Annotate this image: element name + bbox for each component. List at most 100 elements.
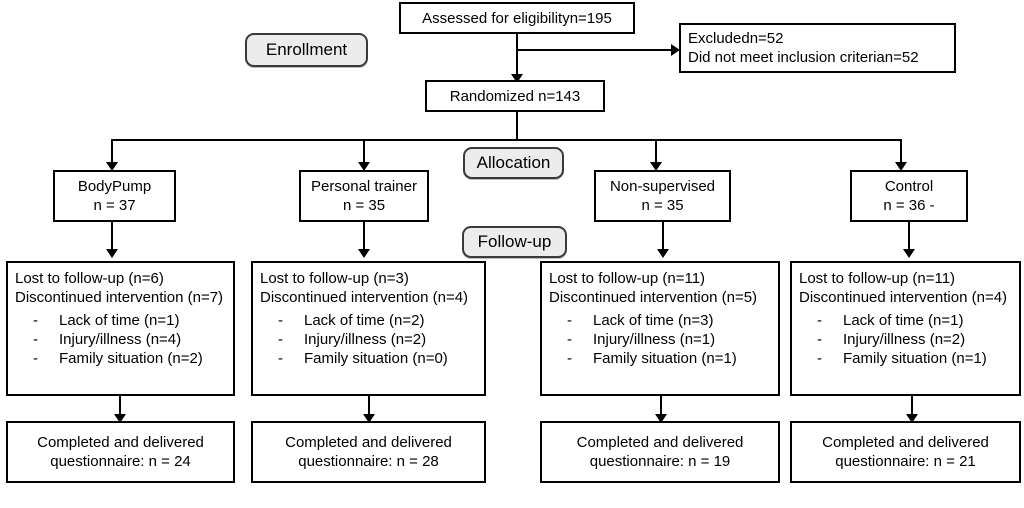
followup-reason-row: - Injury/illness (n=4) bbox=[33, 330, 226, 349]
stage-pill-allocation: Allocation bbox=[463, 147, 564, 179]
box-randomized: Randomized n=143 bbox=[425, 80, 605, 112]
connector-control-to-followup bbox=[908, 222, 910, 252]
box-followup-personal-trainer: Lost to follow-up (n=3) Discontinued int… bbox=[251, 261, 486, 396]
followup-reason-text: Lack of time (n=2) bbox=[304, 312, 425, 329]
randomized-text: Randomized n=143 bbox=[449, 87, 581, 105]
arrow-to-excluded bbox=[671, 44, 680, 56]
box-excluded: Excludedn=52 Did not meet inclusion crit… bbox=[679, 23, 956, 73]
box-followup-non-supervised: Lost to follow-up (n=11) Discontinued in… bbox=[540, 261, 780, 396]
connector-bus-to-bodypump bbox=[111, 139, 113, 166]
bullet-dash-icon: - bbox=[817, 312, 822, 329]
followup-reason-row: - Lack of time (n=2) bbox=[278, 311, 477, 330]
box-arm-control: Control n = 36 - bbox=[850, 170, 968, 222]
bullet-dash-icon: - bbox=[567, 312, 572, 329]
allocation-bus bbox=[111, 139, 902, 141]
followup-reason-row: - Lack of time (n=1) bbox=[33, 311, 226, 330]
followup-reason-text: Lack of time (n=1) bbox=[59, 312, 180, 329]
arm-n-personal-trainer: n = 35 bbox=[342, 197, 386, 214]
bullet-dash-icon: - bbox=[33, 350, 38, 367]
assessed-text: Assessed for eligibilityn=195 bbox=[422, 9, 612, 27]
bullet-dash-icon: - bbox=[278, 350, 283, 367]
arm-name-non-supervised: Non-supervised bbox=[609, 178, 716, 195]
completed-line2-bodypump: questionnaire: n = 24 bbox=[50, 453, 191, 470]
followup-reason-text: Injury/illness (n=4) bbox=[59, 331, 182, 348]
stage-label-followup: Follow-up bbox=[477, 232, 552, 251]
box-completed-control: Completed and delivered questionnaire: n… bbox=[790, 421, 1021, 483]
connector-followup-to-completed-non-supervised bbox=[660, 396, 662, 417]
connector-followup-to-completed-control bbox=[911, 396, 913, 417]
box-completed-personal-trainer: Completed and delivered questionnaire: n… bbox=[251, 421, 486, 483]
connector-randomized-down bbox=[516, 112, 518, 141]
followup-lost-control: Lost to follow-up (n=11) bbox=[799, 270, 956, 287]
arm-n-non-supervised: n = 35 bbox=[641, 197, 684, 214]
completed-line1-non-supervised: Completed and delivered bbox=[576, 434, 744, 451]
arrow-control-to-followup bbox=[903, 249, 915, 258]
bullet-dash-icon: - bbox=[33, 331, 38, 348]
arrow-bus-to-non-supervised bbox=[650, 162, 662, 171]
followup-reason-text: Family situation (n=1) bbox=[843, 350, 987, 367]
stage-label-enrollment: Enrollment bbox=[265, 40, 348, 59]
followup-reason-text: Lack of time (n=3) bbox=[593, 312, 714, 329]
box-completed-bodypump: Completed and delivered questionnaire: n… bbox=[6, 421, 235, 483]
arrow-followup-to-completed-non-supervised bbox=[655, 414, 667, 423]
box-completed-non-supervised: Completed and delivered questionnaire: n… bbox=[540, 421, 780, 483]
arrow-assessed-to-randomized bbox=[511, 74, 523, 83]
completed-line1-personal-trainer: Completed and delivered bbox=[285, 434, 452, 451]
connector-bus-to-personal-trainer bbox=[363, 139, 365, 166]
arm-name-bodypump: BodyPump bbox=[77, 178, 152, 195]
bullet-dash-icon: - bbox=[817, 331, 822, 348]
box-followup-bodypump: Lost to follow-up (n=6) Discontinued int… bbox=[6, 261, 235, 396]
followup-discontinued-control: Discontinued intervention (n=4) bbox=[799, 289, 1008, 306]
arm-name-control: Control bbox=[884, 178, 934, 195]
followup-reason-text: Injury/illness (n=2) bbox=[843, 331, 966, 348]
followup-reason-text: Injury/illness (n=2) bbox=[304, 331, 427, 348]
excluded-line-1: Excludedn=52 bbox=[688, 30, 784, 47]
followup-reason-text: Family situation (n=0) bbox=[304, 350, 448, 367]
bullet-dash-icon: - bbox=[567, 331, 572, 348]
followup-discontinued-bodypump: Discontinued intervention (n=7) bbox=[15, 289, 224, 306]
completed-line2-personal-trainer: questionnaire: n = 28 bbox=[298, 453, 439, 470]
arm-n-bodypump: n = 37 bbox=[93, 197, 136, 214]
followup-lost-personal-trainer: Lost to follow-up (n=3) bbox=[260, 270, 409, 287]
bullet-dash-icon: - bbox=[567, 350, 572, 367]
followup-reason-row: - Injury/illness (n=1) bbox=[567, 330, 771, 349]
followup-reason-row: - Family situation (n=1) bbox=[817, 349, 1012, 368]
followup-discontinued-non-supervised: Discontinued intervention (n=5) bbox=[549, 289, 758, 306]
followup-reason-row: - Lack of time (n=1) bbox=[817, 311, 1012, 330]
connector-to-excluded bbox=[516, 49, 676, 51]
followup-lost-bodypump: Lost to follow-up (n=6) bbox=[15, 270, 164, 287]
arrow-bus-to-personal-trainer bbox=[358, 162, 370, 171]
connector-personal-trainer-to-followup bbox=[363, 222, 365, 252]
bullet-dash-icon: - bbox=[817, 350, 822, 367]
stage-label-allocation: Allocation bbox=[476, 153, 551, 172]
connector-followup-to-completed-personal-trainer bbox=[368, 396, 370, 417]
arrow-bodypump-to-followup bbox=[106, 249, 118, 258]
followup-reason-text: Family situation (n=2) bbox=[59, 350, 203, 367]
box-arm-bodypump: BodyPump n = 37 bbox=[53, 170, 176, 222]
bullet-dash-icon: - bbox=[33, 312, 38, 329]
arm-n-control: n = 36 - bbox=[883, 197, 935, 214]
excluded-line-2: Did not meet inclusion criterian=52 bbox=[688, 49, 919, 66]
arrow-bus-to-bodypump bbox=[106, 162, 118, 171]
followup-reason-row: - Injury/illness (n=2) bbox=[278, 330, 477, 349]
followup-reason-row: - Lack of time (n=3) bbox=[567, 311, 771, 330]
arrow-bus-to-control bbox=[895, 162, 907, 171]
followup-reason-text: Family situation (n=1) bbox=[593, 350, 737, 367]
box-followup-control: Lost to follow-up (n=11) Discontinued in… bbox=[790, 261, 1021, 396]
bullet-dash-icon: - bbox=[278, 312, 283, 329]
connector-non-supervised-to-followup bbox=[662, 222, 664, 252]
box-arm-personal-trainer: Personal trainer n = 35 bbox=[299, 170, 429, 222]
connector-assessed-trunk bbox=[516, 34, 518, 78]
arrow-personal-trainer-to-followup bbox=[358, 249, 370, 258]
followup-reason-row: - Family situation (n=0) bbox=[278, 349, 477, 368]
completed-line1-bodypump: Completed and delivered bbox=[37, 434, 204, 451]
followup-discontinued-personal-trainer: Discontinued intervention (n=4) bbox=[260, 289, 469, 306]
followup-reason-row: - Injury/illness (n=2) bbox=[817, 330, 1012, 349]
connector-bus-to-non-supervised bbox=[655, 139, 657, 166]
arrow-followup-to-completed-personal-trainer bbox=[363, 414, 375, 423]
connector-bus-to-control bbox=[900, 139, 902, 166]
followup-lost-non-supervised: Lost to follow-up (n=11) bbox=[549, 270, 706, 287]
completed-line2-non-supervised: questionnaire: n = 19 bbox=[589, 453, 731, 470]
stage-pill-enrollment: Enrollment bbox=[245, 33, 368, 67]
